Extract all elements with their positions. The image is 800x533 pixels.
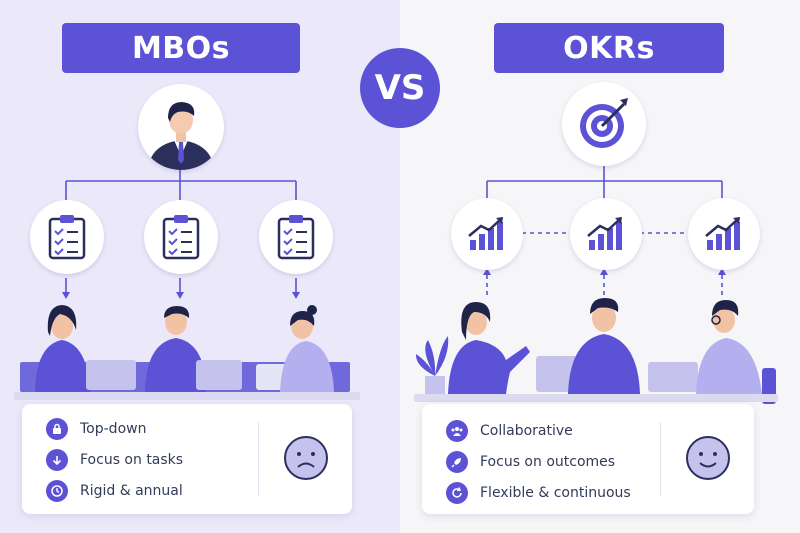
clipboard-icon (277, 215, 315, 260)
trait-row: Flexible & continuous (446, 482, 631, 504)
trait-row: Top-down (46, 418, 146, 440)
trait-row: Rigid & annual (46, 480, 183, 502)
trait-label: Focus on outcomes (480, 454, 616, 470)
manager-avatar (138, 84, 224, 170)
clipboard-icon (162, 215, 200, 260)
sad-face-icon (284, 436, 328, 480)
target-icon (580, 98, 628, 148)
okr-traits-card: Collaborative Focus on outcomes Flexible… (422, 404, 754, 514)
growth-node-2 (570, 198, 642, 270)
target-avatar (562, 82, 646, 166)
trait-label: Collaborative (480, 423, 573, 439)
desk-mbo (14, 392, 360, 400)
growth-node-3 (688, 198, 760, 270)
desk-okr (414, 394, 778, 402)
trait-label: Flexible & continuous (480, 485, 631, 501)
growth-chart-icon (468, 217, 503, 250)
manager-icon (148, 102, 214, 170)
trait-label: Rigid & annual (80, 483, 183, 499)
lock-icon (46, 418, 68, 440)
refresh-icon (446, 482, 468, 504)
clipboard-node-3 (259, 200, 333, 274)
arrow-down-icon (46, 449, 68, 471)
trait-label: Focus on tasks (80, 452, 184, 468)
trait-row: Collaborative (446, 420, 573, 442)
rocket-icon (446, 451, 468, 473)
trait-row: Focus on outcomes (446, 451, 615, 473)
growth-chart-icon (587, 217, 622, 250)
growth-node-1 (451, 198, 523, 270)
happy-face-icon (686, 436, 730, 480)
clipboard-node-1 (30, 200, 104, 274)
mbo-traits-card: Top-down Focus on tasks Rigid & annual (22, 404, 352, 514)
clipboard-node-2 (144, 200, 218, 274)
clipboard-icon (48, 215, 86, 260)
trait-label: Top-down (80, 421, 147, 437)
trait-row: Focus on tasks (46, 449, 183, 471)
card-divider (258, 422, 259, 496)
card-divider (660, 422, 661, 496)
clock-icon (46, 480, 68, 502)
mbo-title: MBOs (62, 23, 300, 73)
okr-title: OKRs (494, 23, 724, 73)
vs-badge: VS (360, 48, 440, 128)
people-icon (446, 420, 468, 442)
growth-chart-icon (705, 217, 740, 250)
